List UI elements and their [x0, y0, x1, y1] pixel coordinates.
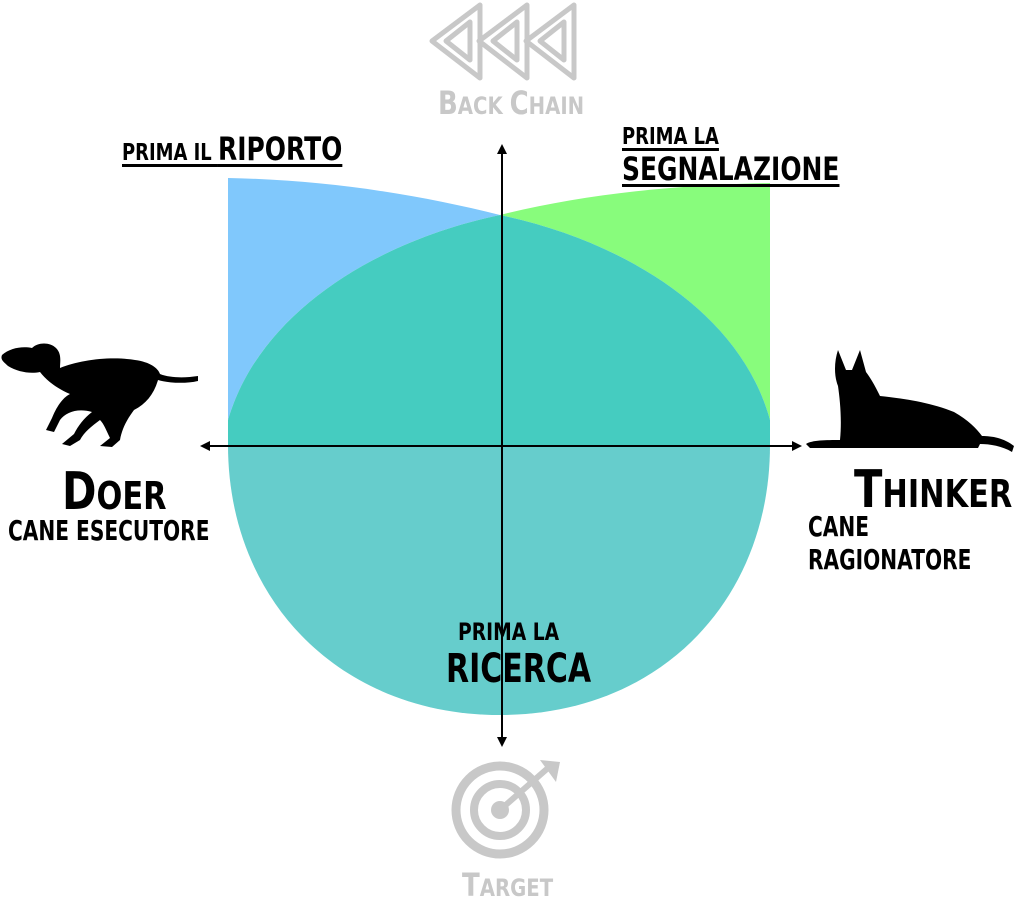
segnalazione-region	[500, 183, 770, 420]
doer-title: DOER	[62, 462, 167, 522]
back-chain-mid: C	[509, 86, 529, 122]
ricerca-title: RICERCA	[446, 646, 592, 692]
thinker-title: THINKER	[854, 460, 1012, 520]
overlap-region	[228, 215, 770, 445]
segnalazione-label: PRIMA LA SEGNALAZIONE	[622, 124, 936, 188]
target-label: TARGET	[462, 868, 553, 904]
doer-rest: OER	[96, 474, 167, 518]
segnalazione-prefix: PRIMA LA	[622, 124, 719, 150]
back-chain-label: BACK CHAIN	[438, 86, 584, 122]
back-chain-initial: B	[438, 86, 458, 122]
riporto-label: PRIMA IL RIPORTO	[122, 130, 342, 168]
riporto-region	[228, 178, 500, 420]
riporto-emphasis: RIPORTO	[217, 130, 343, 168]
ricerca-prefix: PRIMA LA	[458, 618, 560, 646]
target-rest: ARGET	[479, 874, 554, 902]
target-icon	[451, 760, 560, 859]
back-chain-rest-1: ACK	[457, 92, 510, 120]
thinker-initial: T	[854, 460, 883, 520]
lying-dog-icon	[806, 350, 1014, 452]
rewind-icon	[429, 2, 577, 81]
ricerca-region	[228, 445, 770, 715]
thinker-subtitle: CANE RAGIONATORE	[808, 510, 972, 576]
thinker-rest: HINKER	[882, 472, 1013, 516]
segnalazione-emphasis: SEGNALAZIONE	[622, 150, 840, 188]
back-chain-rest-2: HAIN	[528, 92, 585, 120]
riporto-prefix: PRIMA IL	[122, 140, 218, 166]
doer-initial: D	[62, 462, 97, 522]
running-dog-icon	[1, 343, 198, 447]
target-initial: T	[462, 868, 480, 904]
doer-subtitle: CANE ESECUTORE	[8, 514, 210, 547]
